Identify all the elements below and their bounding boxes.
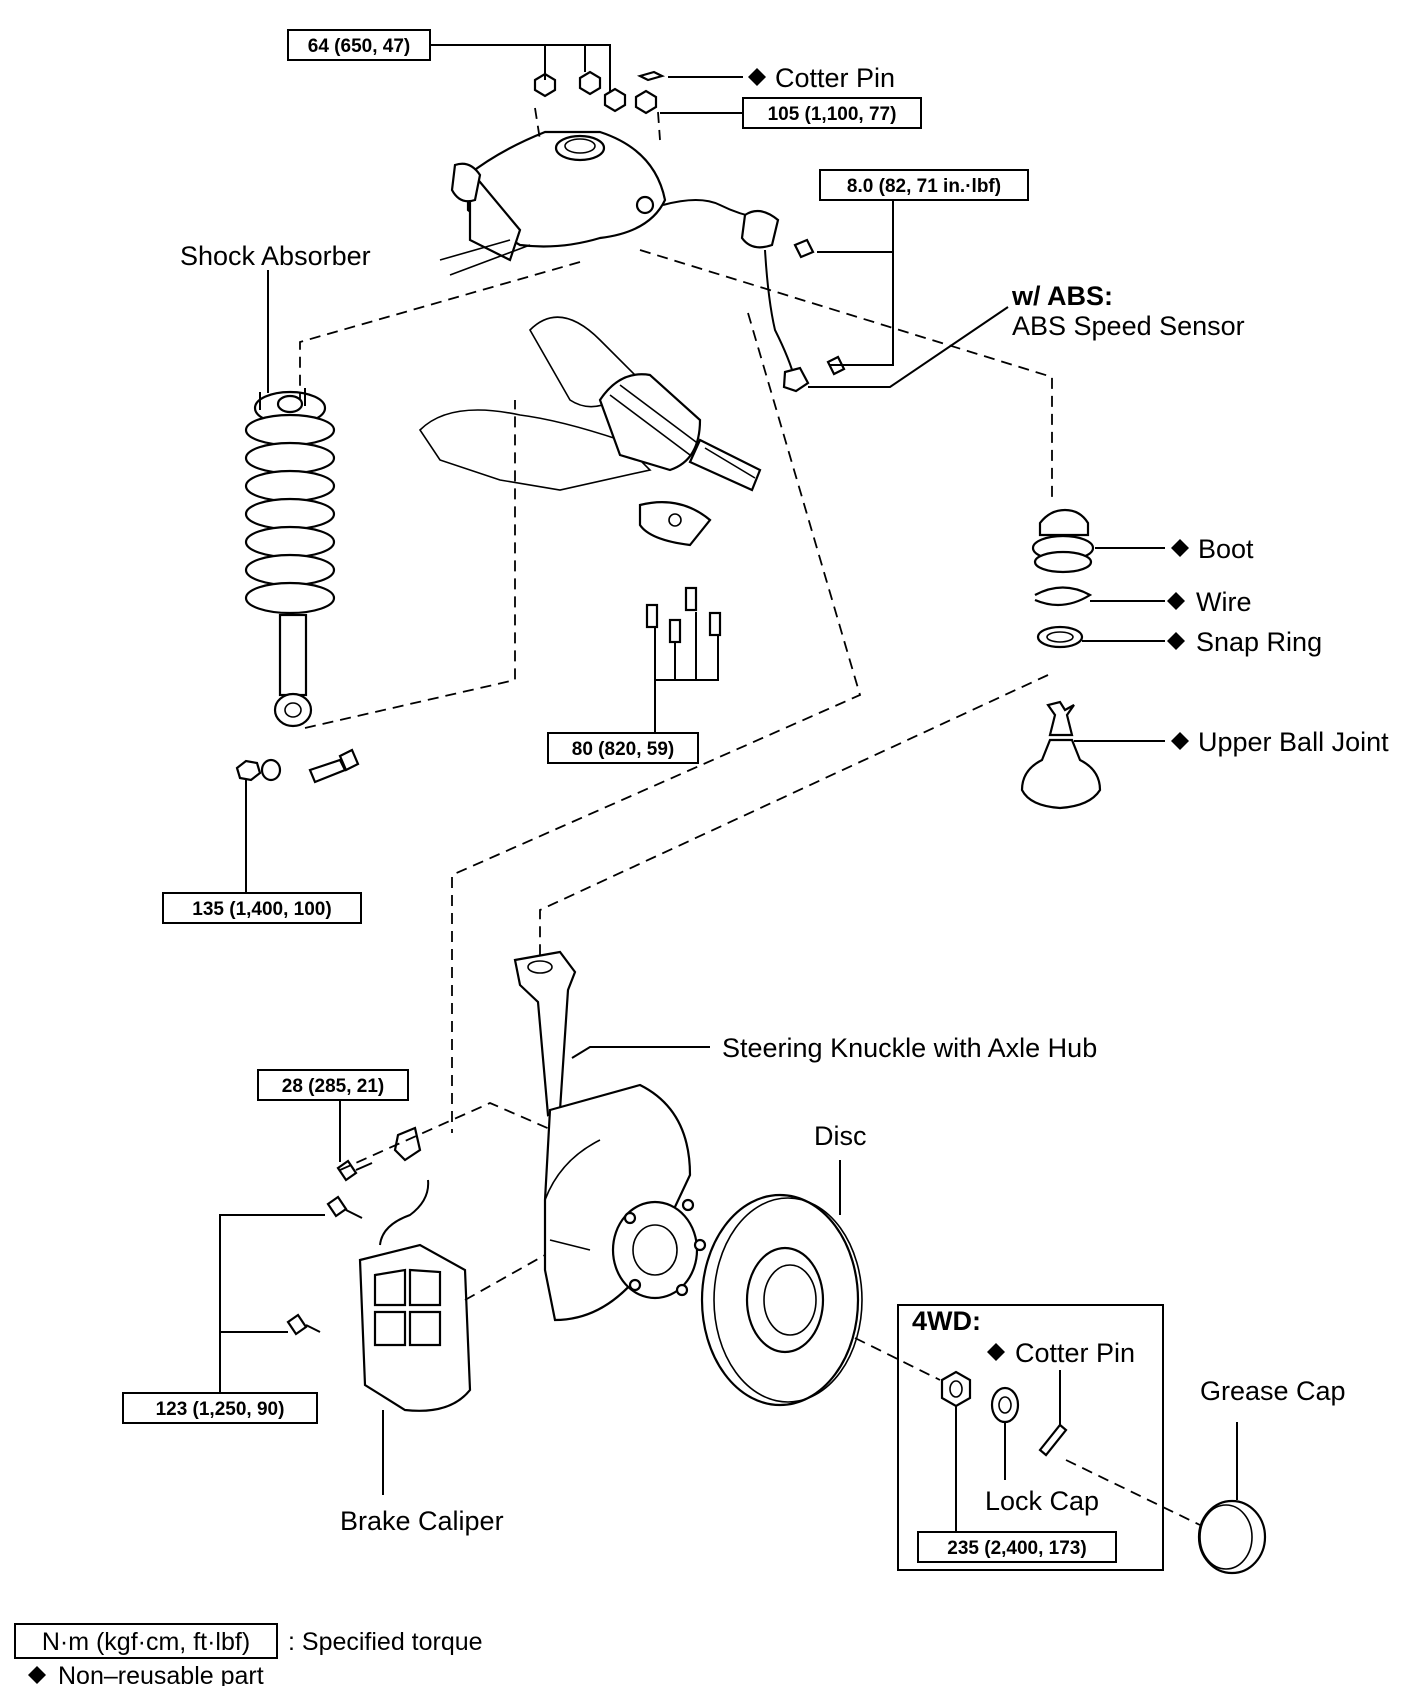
torque-spec-t4: 80 (820, 59) (547, 732, 699, 764)
non-reusable-diamond-icon (28, 1666, 46, 1684)
upper-control-arm-drawing (439, 130, 667, 276)
label-snap-ring: Snap Ring (1196, 627, 1322, 657)
torque-spec-t6: 28 (285, 21) (257, 1069, 409, 1101)
non-reusable-diamond-icon (1167, 592, 1185, 610)
label-wire: Wire (1196, 587, 1252, 617)
label-cotter-pin-4wd: Cotter Pin (1015, 1338, 1135, 1368)
legend-unit-box: N·m (kgf·cm, ft·lbf) (42, 1628, 250, 1656)
label-brake-caliper: Brake Caliper (340, 1506, 504, 1536)
ball-joint-parts-drawing (1020, 508, 1102, 810)
legend-nonreusable: Non–reusable part (58, 1662, 264, 1686)
legend-unit-desc: : Specified torque (288, 1628, 483, 1656)
label-upper-ball-joint: Upper Ball Joint (1198, 727, 1389, 757)
grease-cap-drawing (1197, 1499, 1267, 1575)
drive-shaft-drawing (418, 316, 762, 547)
non-reusable-diamond-icon (748, 68, 766, 86)
label-disc: Disc (814, 1121, 867, 1151)
label-boot: Boot (1198, 534, 1254, 564)
small-bolts-drawing (286, 1126, 422, 1336)
brake-disc-drawing (700, 1193, 863, 1407)
svg-text:235 (2,400, 173): 235 (2,400, 173) (947, 1538, 1086, 1559)
shock-absorber-drawing (244, 388, 336, 728)
torque-spec-t1: 64 (650, 47) (287, 29, 431, 61)
label-grease-cap: Grease Cap (1200, 1376, 1346, 1406)
label-abs-prefix: w/ ABS: (1011, 281, 1113, 311)
torque-spec-t2: 105 (1,100, 77) (742, 97, 922, 129)
upper-arm-nuts-drawing (533, 70, 666, 115)
steering-knuckle-drawing (513, 950, 707, 1322)
abs-sensor-drawing (662, 199, 846, 393)
non-reusable-diamond-icon (1167, 632, 1185, 650)
dashed-alignment-lines (299, 107, 1201, 1526)
label-shock-absorber: Shock Absorber (180, 241, 371, 271)
torque-spec-t7: 123 (1,250, 90) (122, 1392, 318, 1424)
non-reusable-diamond-icon (1171, 732, 1189, 750)
label-4wd: 4WD: (912, 1306, 981, 1336)
non-reusable-diamond-icon (987, 1343, 1005, 1361)
legend: N·m (kgf·cm, ft·lbf) : Specified torque … (14, 1623, 483, 1686)
label-abs-sensor: ABS Speed Sensor (1012, 311, 1245, 341)
svg-text:135 (1,400, 100): 135 (1,400, 100) (192, 899, 331, 920)
label-lock-cap: Lock Cap (985, 1486, 1099, 1516)
fourwd-frame (897, 1304, 1164, 1571)
leader-lines (219, 44, 1238, 1532)
svg-text:64 (650, 47): 64 (650, 47) (308, 36, 410, 57)
label-steering-knuckle: Steering Knuckle with Axle Hub (722, 1033, 1097, 1063)
shock-bolt-nut-drawing (235, 748, 360, 784)
svg-text:123 (1,250, 90): 123 (1,250, 90) (156, 1399, 285, 1420)
torque-spec-t8: 235 (2,400, 173) (917, 1531, 1117, 1563)
lower-arm-bolts-drawing (645, 586, 722, 644)
svg-text:80 (820, 59): 80 (820, 59) (572, 739, 674, 760)
svg-text:105 (1,100, 77): 105 (1,100, 77) (768, 104, 897, 125)
non-reusable-diamond-icon (1171, 539, 1189, 557)
label-cotter-pin-top: Cotter Pin (775, 63, 895, 93)
brake-caliper-drawing (358, 1179, 472, 1412)
torque-spec-t3: 8.0 (82, 71 in.·lbf) (819, 169, 1029, 201)
hub-nut-parts-drawing (940, 1370, 1068, 1457)
torque-spec-t5: 135 (1,400, 100) (162, 892, 362, 924)
svg-text:8.0 (82, 71 in.·lbf): 8.0 (82, 71 in.·lbf) (847, 176, 1001, 197)
svg-text:28 (285, 21): 28 (285, 21) (282, 1076, 384, 1097)
